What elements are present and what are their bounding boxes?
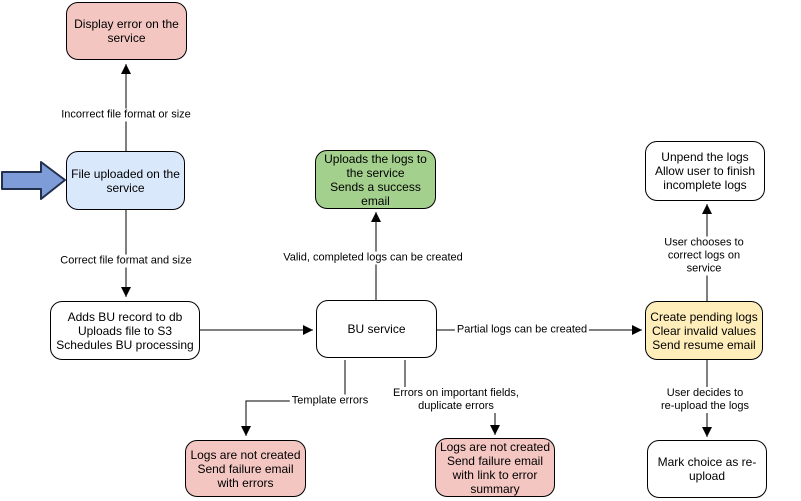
node-uploads-logs-success: Uploads the logs to the service Sends a … xyxy=(315,150,436,209)
node-logs-failure-summary: Logs are not created Send failure email … xyxy=(435,438,555,497)
node-create-pending-logs: Create pending logs Clear invalid values… xyxy=(645,301,763,360)
edge-label-important-field-errors: Errors on important fields, duplicate er… xyxy=(391,387,521,413)
node-adds-bu-record: Adds BU record to db Uploads file to S3 … xyxy=(50,301,200,360)
node-file-uploaded: File uploaded on the service xyxy=(66,151,185,210)
node-logs-failure-errors: Logs are not created Send failure email … xyxy=(185,440,306,497)
node-display-error: Display error on the service xyxy=(66,2,187,60)
edge-label-correct-file-format: Correct file format and size xyxy=(58,254,194,268)
edge-label-valid-logs: Valid, completed logs can be created xyxy=(281,251,465,265)
edge-label-user-corrects: User chooses to correct logs on service xyxy=(655,236,753,276)
edge-label-user-reuploads: User decides to re-upload the logs xyxy=(657,387,753,413)
node-unpend-logs: Unpend the logs Allow user to finish inc… xyxy=(645,141,765,201)
edge-label-partial-logs: Partial logs can be created xyxy=(454,323,590,337)
node-mark-choice-reupload: Mark choice as re- upload xyxy=(647,440,767,498)
input-block-arrow-icon xyxy=(1,161,66,200)
edge-label-incorrect-file-format: Incorrect file format or size xyxy=(59,108,193,122)
node-bu-service: BU service xyxy=(316,300,437,358)
edge-label-template-errors: Template errors xyxy=(289,394,371,408)
